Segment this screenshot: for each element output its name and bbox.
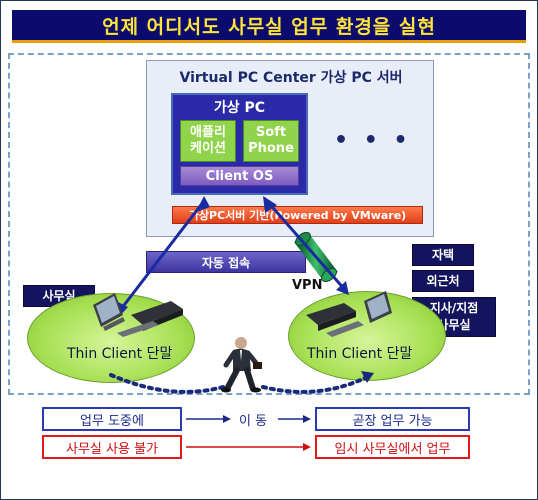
flow-arrow-blue <box>186 415 311 423</box>
thin-client-label-right: Thin Client 단말 <box>307 346 413 362</box>
title-banner: 언제 어디서도 사무실 업무 환경을 실현 <box>12 10 526 43</box>
status-office-unavailable: 사무실 사용 불가 <box>42 435 182 459</box>
page-title: 언제 어디서도 사무실 업무 환경을 실현 <box>102 15 436 38</box>
movement-arrowhead <box>361 371 374 383</box>
status-ready: 곧장 업무 가능 <box>315 407 470 431</box>
status-temporary-office: 임시 사무실에서 업무 <box>315 435 470 459</box>
flow-arrow-red <box>186 443 311 451</box>
connection-arrow-right <box>263 196 349 295</box>
more-ellipsis: • • • <box>334 128 412 153</box>
virtual-pc-box: 가상 PC 애플리 케이션 Soft Phone Client OS <box>171 93 308 195</box>
movement-path <box>109 373 373 394</box>
status-working: 업무 도중에 <box>42 407 182 431</box>
client-os-bar: Client OS <box>180 166 299 186</box>
virtual-pc-title: 가상 PC <box>213 100 266 116</box>
thin-client-terminal-left <box>93 293 183 337</box>
server-base-bar: 가상PC서버 기반(Powered by VMware) <box>172 206 423 224</box>
vpn-label: VPN <box>292 278 323 293</box>
thin-client-terminal-right <box>306 291 392 337</box>
connection-arrow-left <box>116 196 210 318</box>
move-label: 이 동 <box>239 414 268 429</box>
application-tile: 애플리 케이션 <box>180 120 236 162</box>
walking-person-icon <box>221 337 262 393</box>
network-area <box>8 53 530 395</box>
server-title: Virtual PC Center 가상 PC 서버 <box>179 70 403 86</box>
auto-connect-bar: 자동 접속 <box>146 251 306 273</box>
location-home: 자택 <box>412 244 474 266</box>
soft-phone-tile: Soft Phone <box>243 120 299 162</box>
thin-client-label-left: Thin Client 단말 <box>67 346 173 362</box>
location-offsite: 외근처 <box>412 270 474 292</box>
